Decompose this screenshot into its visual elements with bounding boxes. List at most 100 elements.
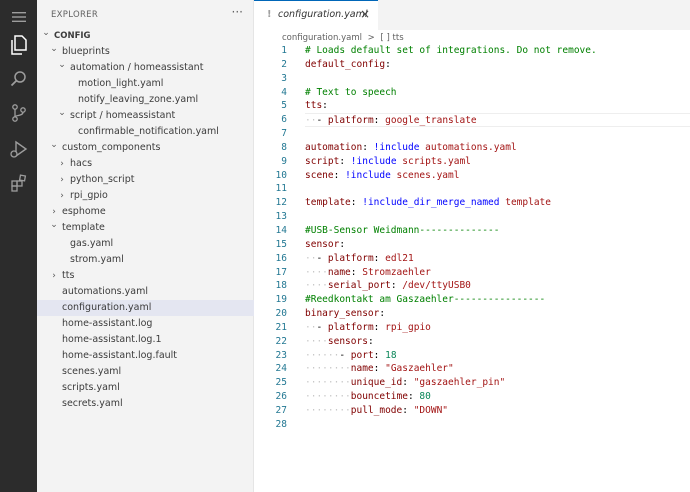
code-token: : — [373, 252, 386, 264]
line-number: 5 — [281, 100, 287, 112]
line-number: 19 — [275, 294, 287, 306]
code-token: : — [379, 308, 386, 320]
tree-item-label: hacs — [70, 158, 93, 169]
code-line[interactable]: sensor: — [305, 238, 690, 252]
code-line[interactable]: default_config: — [305, 58, 690, 72]
code-line[interactable] — [305, 182, 690, 196]
tree-file[interactable]: scripts.yaml — [37, 380, 254, 396]
code-token: - — [316, 252, 328, 264]
code-line[interactable]: #USB-Sensor Weidmann-------------- — [305, 224, 690, 238]
code-token: scene — [305, 169, 334, 181]
code-token: : — [407, 391, 420, 403]
tab-configuration-yaml[interactable]: ! configuration.yaml × — [254, 0, 378, 30]
code-line[interactable]: # Loads default set of integrations. Do … — [305, 44, 690, 58]
code-token: !include — [345, 169, 391, 181]
code-line[interactable] — [305, 210, 690, 224]
more-actions-icon[interactable]: ··· — [231, 5, 243, 19]
chevron-down-icon: ⌄ — [50, 140, 58, 150]
tree-file[interactable]: motion_light.yaml — [37, 76, 254, 92]
tree-folder[interactable]: ›esphome — [37, 204, 254, 220]
code-line[interactable]: ········name: "Gaszaehler" — [305, 362, 690, 376]
tree-file[interactable]: configuration.yaml — [37, 300, 254, 316]
tree-folder[interactable]: ›python_script — [37, 172, 254, 188]
tree-item-label: blueprints — [62, 46, 110, 57]
code-line[interactable]: script: !include scripts.yaml — [305, 155, 690, 169]
code-token: scenes.yaml — [390, 169, 460, 181]
code-token: automations.yaml — [419, 141, 517, 153]
tree-folder[interactable]: ⌄script / homeassistant — [37, 108, 254, 124]
activity-bar — [0, 0, 37, 492]
code-token: # Loads default set of integrations. Do … — [305, 45, 597, 56]
tree-folder[interactable]: ›tts — [37, 268, 254, 284]
code-token: : — [350, 266, 363, 278]
code-line[interactable]: ····sensors: — [305, 335, 690, 349]
tree-file[interactable]: home-assistant.log.fault — [37, 348, 254, 364]
tree-folder[interactable]: ›rpi_gpio — [37, 188, 254, 204]
breadcrumb-file[interactable]: configuration.yaml — [282, 33, 362, 43]
code-line[interactable]: automation: !include automations.yaml — [305, 141, 690, 155]
indent-guide: ···· — [305, 266, 328, 278]
tree-folder[interactable]: ⌄automation / homeassistant — [37, 60, 254, 76]
tree-file[interactable]: strom.yaml — [37, 252, 254, 268]
line-number: 17 — [275, 266, 287, 278]
line-number: 28 — [275, 418, 287, 430]
tree-file[interactable]: automations.yaml — [37, 284, 254, 300]
breadcrumb-symbol[interactable]: [ ] tts — [380, 33, 404, 43]
tree-file[interactable]: notify_leaving_zone.yaml — [37, 92, 254, 108]
close-icon[interactable]: × — [360, 7, 371, 21]
tree-file[interactable]: scenes.yaml — [37, 364, 254, 380]
tree-file[interactable]: home-assistant.log.1 — [37, 332, 254, 348]
tree-folder[interactable]: ⌄blueprints — [37, 44, 254, 60]
menu-icon[interactable] — [0, 0, 37, 34]
code-line[interactable]: ··- platform: rpi_gpio — [305, 321, 690, 335]
tree-file[interactable]: home-assistant.log — [37, 316, 254, 332]
line-number: 6 — [281, 114, 287, 126]
code-line[interactable]: #Reedkontakt am Gaszaehler--------------… — [305, 293, 690, 307]
tree-file[interactable]: gas.yaml — [37, 236, 254, 252]
code-line[interactable] — [305, 72, 690, 86]
code-token: platform — [327, 115, 374, 127]
search-icon[interactable] — [0, 62, 37, 96]
code-line[interactable] — [305, 127, 690, 141]
tree-folder[interactable]: ⌄custom_components — [37, 140, 254, 156]
source-control-icon[interactable] — [0, 96, 37, 130]
tree-folder[interactable]: ⌄CONFIG — [37, 28, 254, 44]
code-editor[interactable]: # Loads default set of integrations. Do … — [305, 44, 690, 432]
code-line[interactable]: ········pull_mode: "DOWN" — [305, 404, 690, 418]
code-line[interactable]: ··- platform: edl21 — [305, 252, 690, 266]
code-line[interactable]: scene: !include scenes.yaml — [305, 169, 690, 183]
indent-guide: ········ — [305, 363, 351, 375]
tree-folder[interactable]: ⌄template — [37, 220, 254, 236]
files-icon[interactable] — [0, 28, 37, 62]
code-line[interactable]: template: !include_dir_merge_named templ… — [305, 196, 690, 210]
code-line[interactable]: ····serial_port: /dev/ttyUSB0 — [305, 279, 690, 293]
tree-file[interactable]: confirmable_notification.yaml — [37, 124, 254, 140]
code-token: rpi_gpio — [385, 321, 431, 333]
code-line[interactable]: ····name: Stromzaehler — [305, 266, 690, 280]
code-line[interactable]: ········unique_id: "gaszaehler_pin" — [305, 376, 690, 390]
code-line[interactable]: ······- port: 18 — [305, 349, 690, 363]
line-number: 4 — [281, 86, 287, 98]
code-token: : — [385, 58, 391, 70]
line-number: 20 — [275, 308, 287, 320]
extensions-icon[interactable] — [0, 166, 37, 200]
code-line[interactable]: ········bouncetime: 80 — [305, 390, 690, 404]
code-token: "Gaszaehler" — [385, 363, 454, 375]
code-line[interactable]: tts: — [305, 99, 690, 113]
code-line[interactable]: # Text to speech — [305, 86, 690, 100]
code-token: platform — [327, 252, 374, 264]
run-debug-icon[interactable] — [0, 132, 37, 166]
tree-file[interactable]: secrets.yaml — [37, 396, 254, 412]
code-token: Stromzaehler — [362, 266, 431, 278]
code-line[interactable]: binary_sensor: — [305, 307, 690, 321]
code-token: pull_mode — [350, 404, 403, 416]
code-token: port — [350, 349, 374, 361]
code-line[interactable] — [305, 418, 690, 432]
code-line[interactable]: ··- platform: google_translate — [305, 113, 690, 128]
tree-item-label: automations.yaml — [62, 286, 148, 297]
code-token: default_config — [305, 58, 386, 70]
chevron-right-icon: › — [52, 207, 56, 217]
code-token: : — [390, 280, 403, 292]
tree-folder[interactable]: ›hacs — [37, 156, 254, 172]
explorer-title: EXPLORER — [51, 10, 99, 20]
